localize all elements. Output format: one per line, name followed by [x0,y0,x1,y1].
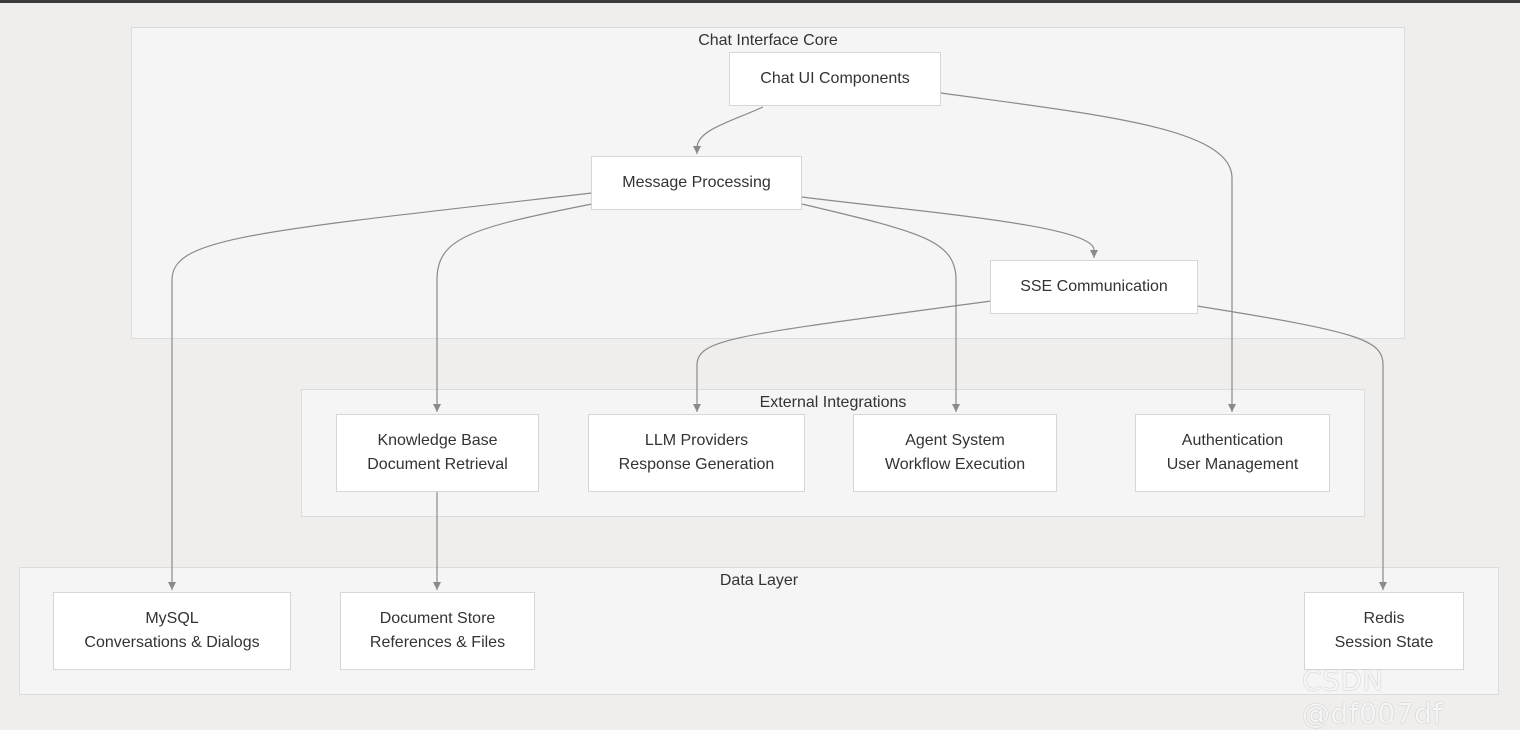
top-border [0,0,1520,3]
node-label: MySQL [145,610,199,627]
node-sublabel: User Management [1166,456,1299,473]
node-message-processing: Message Processing [591,156,802,210]
watermark: CSDN @df007df [1302,664,1443,730]
node-sse-communication: SSE Communication [990,260,1198,314]
node-document-store: Document Store References & Files [340,592,535,670]
node-label: SSE Communication [1020,278,1168,295]
node-authentication: Authentication User Management [1135,414,1330,492]
node-label: Chat UI Components [760,70,910,87]
node-label: Agent System [905,432,1005,449]
node-redis: Redis Session State [1304,592,1464,670]
cluster-title: Data Layer [719,572,799,589]
node-label: Message Processing [622,174,771,191]
node-chat-ui-components: Chat UI Components [729,52,941,106]
cluster-title: Chat Interface Core [698,32,838,49]
node-label: Redis [1363,610,1405,627]
node-label: Authentication [1181,432,1284,449]
node-sublabel: Session State [1334,634,1434,651]
node-llm-providers: LLM Providers Response Generation [588,414,805,492]
cluster-title: External Integrations [759,394,907,411]
node-agent-system: Agent System Workflow Execution [853,414,1057,492]
node-sublabel: References & Files [369,634,506,651]
node-mysql: MySQL Conversations & Dialogs [53,592,291,670]
node-sublabel: Workflow Execution [884,456,1026,473]
node-knowledge-base: Knowledge Base Document Retrieval [336,414,539,492]
node-sublabel: Conversations & Dialogs [84,634,260,651]
node-label: Document Store [379,610,496,627]
node-sublabel: Response Generation [618,456,775,473]
node-label: Knowledge Base [377,432,498,449]
node-sublabel: Document Retrieval [367,456,508,473]
node-label: LLM Providers [644,432,749,449]
